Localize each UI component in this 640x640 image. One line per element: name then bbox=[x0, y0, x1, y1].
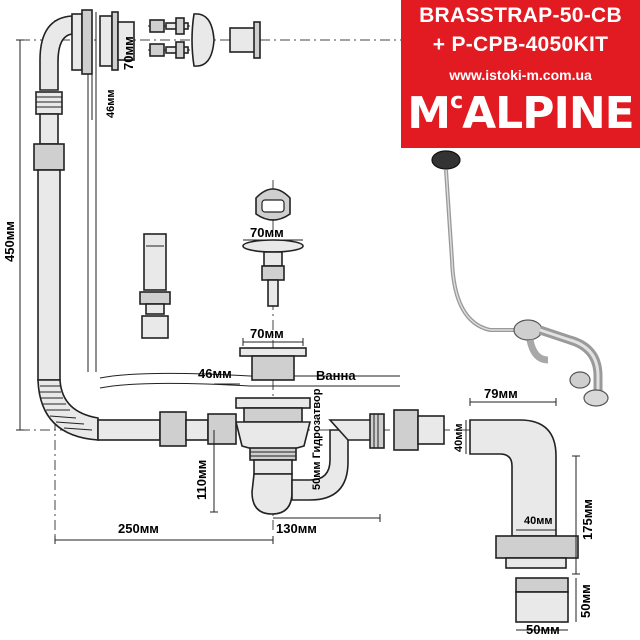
outlet-elbow bbox=[469, 419, 579, 623]
dimension-lines bbox=[16, 30, 580, 631]
dim-elbow-height: 175мм bbox=[580, 499, 595, 540]
overflow-plate-assembly bbox=[71, 9, 261, 75]
dim-overflow-plate-width: 70мм bbox=[121, 36, 136, 70]
dim-overflow-height: 450мм bbox=[2, 221, 17, 262]
screw-top bbox=[149, 17, 189, 35]
dim-wall-depth: 46мм bbox=[105, 89, 117, 118]
tailpiece-parts bbox=[139, 233, 171, 339]
dim-waste-height: 110мм bbox=[194, 460, 209, 500]
brand-panel: BRASSTRAP-50-CB + P-CPB-4050KIT www.isto… bbox=[401, 0, 640, 148]
dimension-labels: 70мм 46мм 450мм 70мм 70мм 46мм Ванна 110… bbox=[2, 36, 595, 637]
bath-label: Ванна bbox=[316, 368, 356, 383]
overflow-pipe bbox=[33, 15, 99, 441]
dim-horizontal-length: 250мм bbox=[118, 521, 159, 536]
dim-waste-depth: 46мм bbox=[198, 366, 232, 381]
product-code-subtitle: + P-CPB-4050KIT bbox=[432, 33, 609, 56]
dim-elbow-width: 79мм bbox=[484, 386, 518, 401]
trap bbox=[251, 409, 445, 515]
dim-trap-offset: 130мм bbox=[276, 521, 317, 536]
mcalpine-logo: McALPINE bbox=[407, 88, 634, 139]
dim-elbow-top: 40мм bbox=[453, 423, 465, 452]
plug-assembly bbox=[242, 188, 304, 307]
website-url: www.istoki-m.com.ua bbox=[449, 67, 592, 83]
dim-plug-width: 70мм bbox=[250, 225, 284, 240]
waste-body bbox=[234, 347, 312, 475]
screw-bottom bbox=[149, 41, 189, 59]
dim-elbow-inner: 40мм bbox=[524, 515, 553, 527]
dim-outlet-width: 50мм bbox=[526, 622, 560, 637]
horizontal-pipe bbox=[97, 411, 237, 447]
product-code-title: BRASSTRAP-50-CB bbox=[419, 4, 622, 27]
flex-hose bbox=[37, 379, 99, 441]
dim-waste-flange-width: 70мм bbox=[250, 326, 284, 341]
seal-label: 50мм Гидрозатвор bbox=[311, 388, 323, 490]
product-photo bbox=[431, 150, 609, 407]
dim-outlet-height: 50мм bbox=[578, 584, 593, 618]
